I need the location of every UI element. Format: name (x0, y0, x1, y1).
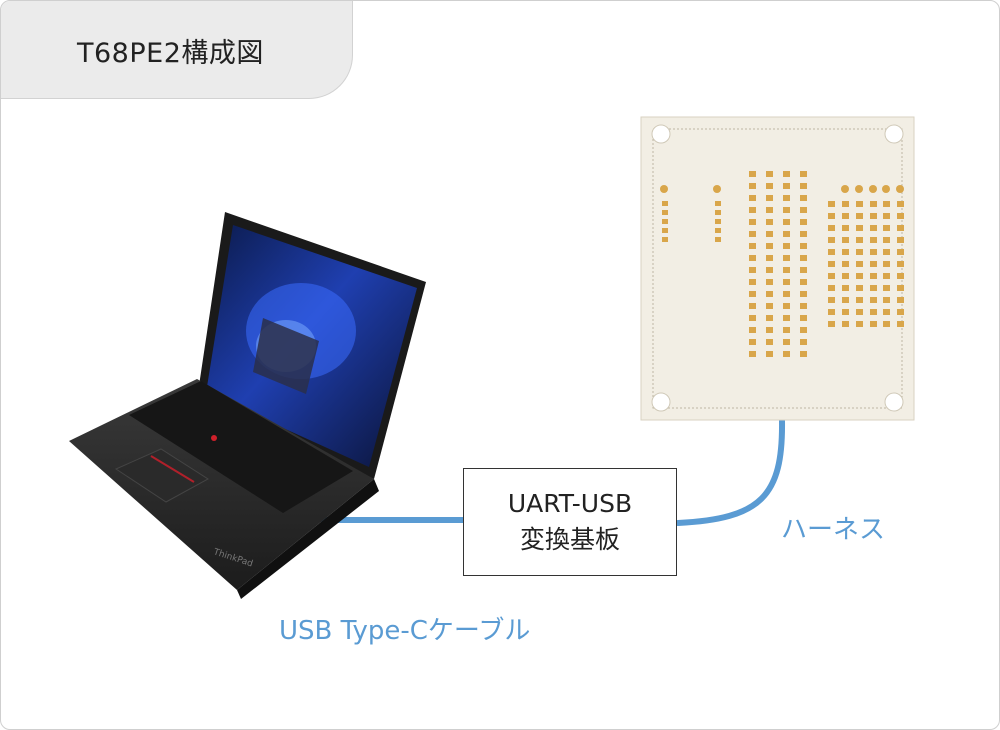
converter-label-line1: UART-USB (507, 489, 633, 518)
usb-cable-label: USB Type-Cケーブル (279, 616, 531, 646)
uart-usb-converter-box: UART-USB 変換基板 (463, 468, 677, 576)
diagram-title: T68PE2構成図 (77, 38, 264, 69)
title-tab: T68PE2構成図 (1, 1, 353, 99)
laptop-image: ThinkPad (69, 212, 426, 599)
harness-cable (675, 418, 786, 526)
harness-label: ハーネス (781, 515, 886, 545)
converter-label-line2: 変換基板 (519, 525, 620, 554)
sensor-board-image (640, 116, 915, 421)
contact-pads (660, 171, 904, 357)
